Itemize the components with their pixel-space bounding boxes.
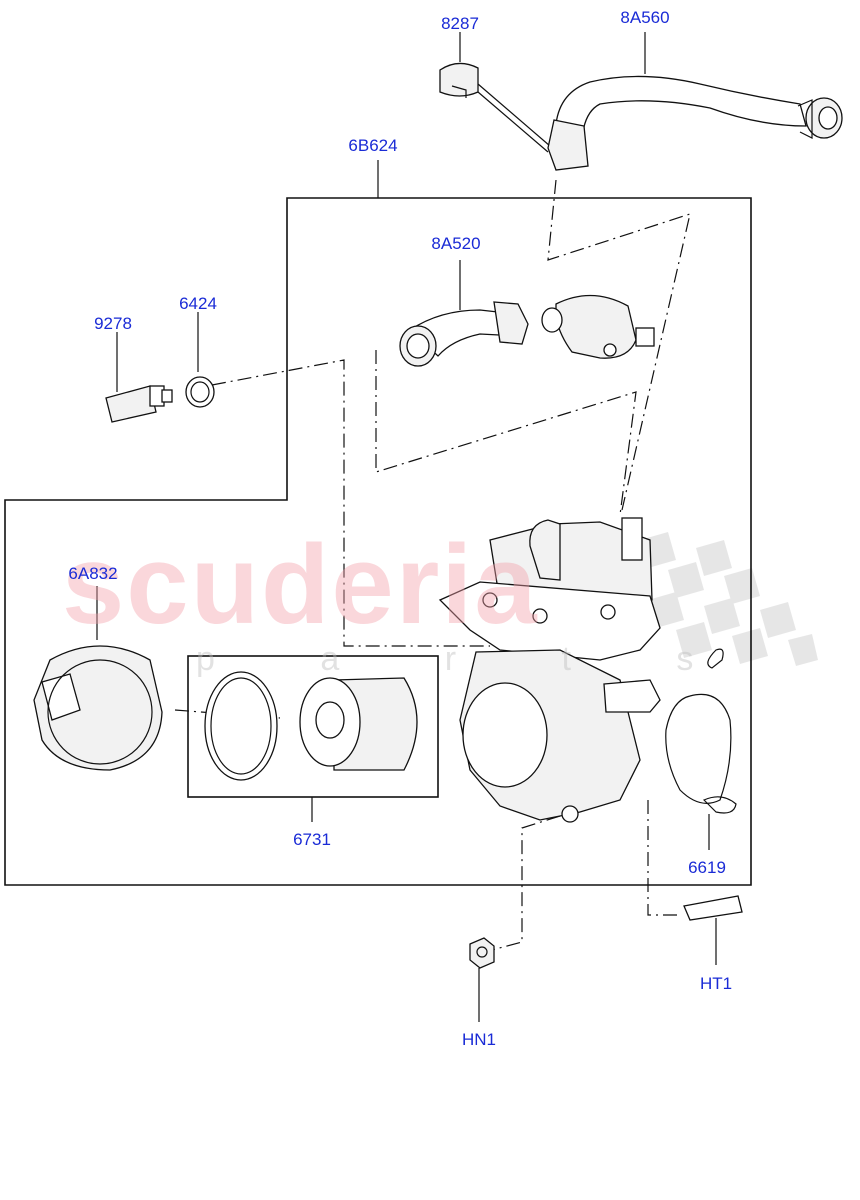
callout-9278[interactable]: 9278 xyxy=(94,314,132,333)
callout-8A520[interactable]: 8A520 xyxy=(431,234,481,253)
hose-8A520 xyxy=(399,301,529,367)
callout-HN1[interactable]: HN1 xyxy=(461,1030,497,1049)
callout-8A560[interactable]: 8A560 xyxy=(620,8,670,27)
callout-6424[interactable]: 6424 xyxy=(179,294,217,313)
filter-cap-6A832 xyxy=(33,645,163,771)
leader-lines xyxy=(96,32,717,1022)
o-ring-6424 xyxy=(185,376,215,408)
callout-8287[interactable]: 8287 xyxy=(441,14,479,33)
checkered-flag-watermark xyxy=(640,532,818,666)
nut-HN1 xyxy=(469,937,495,969)
callout-6A832[interactable]: 6A832 xyxy=(68,564,118,583)
hose-8A560 xyxy=(547,75,843,171)
callout-6B624[interactable]: 6B624 xyxy=(348,136,398,155)
callout-6619[interactable]: 6619 xyxy=(688,858,726,877)
filter-element xyxy=(299,677,418,771)
scuderia-watermark: scuderia xyxy=(62,522,539,647)
callout-HT1[interactable]: HT1 xyxy=(699,974,733,993)
sensor-9278 xyxy=(105,385,173,423)
oil-cooler-housing xyxy=(438,517,661,823)
stud-HT1 xyxy=(683,895,743,921)
parts-watermark: p a r t s xyxy=(196,640,742,678)
filter-kit-frame xyxy=(187,655,439,798)
filter-seal-ring xyxy=(204,671,278,781)
clamp-8287 xyxy=(439,62,479,98)
gasket-6619 xyxy=(665,648,737,814)
housing-assembly-frame xyxy=(4,197,752,886)
water-connector xyxy=(541,294,655,359)
callout-6731[interactable]: 6731 xyxy=(293,830,331,849)
